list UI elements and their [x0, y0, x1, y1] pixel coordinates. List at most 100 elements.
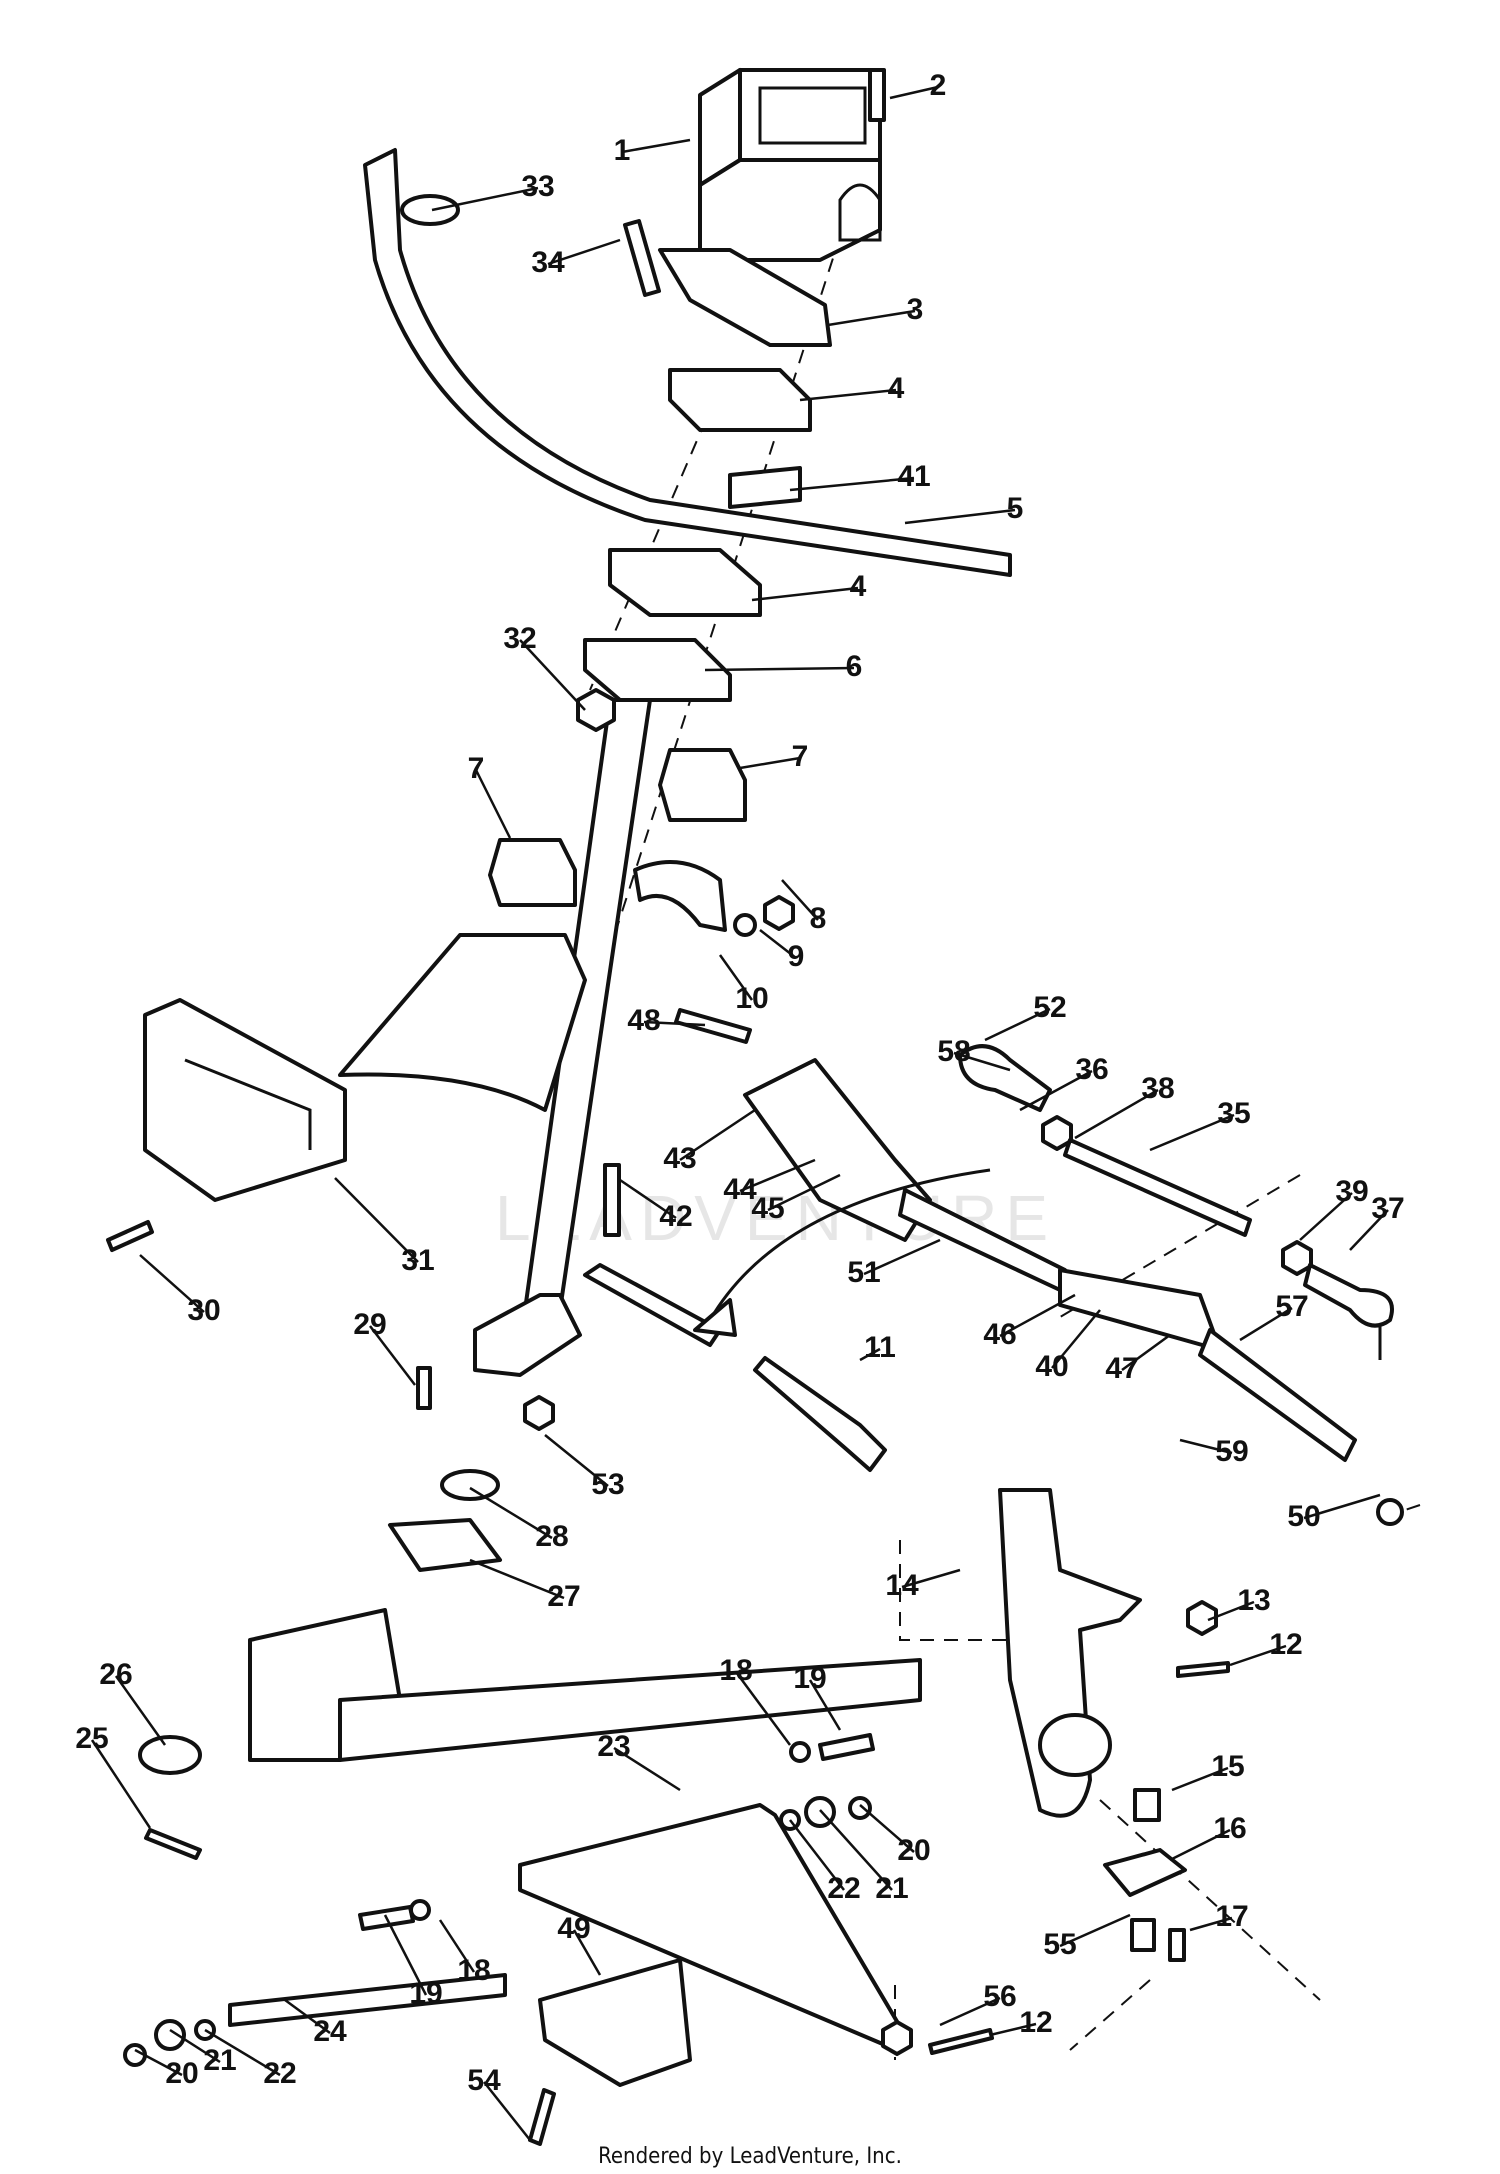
callout-c57: 57 [1275, 1290, 1308, 1323]
callout-c58: 58 [937, 1035, 970, 1068]
callout-c8: 8 [810, 902, 827, 935]
axle-shaft-24 [228, 1973, 507, 2027]
frame-channel [143, 998, 347, 1202]
cotter-pin-12-lower [928, 2028, 994, 2055]
leader-line-c19b [383, 1914, 428, 1996]
callout-c26: 26 [99, 1658, 132, 1691]
callout-c30: 30 [187, 1294, 220, 1327]
footer-credit: Rendered by LeadVenture, Inc. [598, 2144, 902, 2169]
callout-c20b: 20 [165, 2057, 198, 2090]
leader-line-c12a [1229, 1644, 1287, 1667]
callout-c47: 47 [1105, 1352, 1138, 1385]
leader-line-c42 [619, 1178, 677, 1220]
leader-line-c13 [1207, 1600, 1255, 1622]
leader-line-c22b [204, 2028, 281, 2077]
callout-c7a: 7 [468, 752, 485, 785]
bolt-15 [1133, 1788, 1161, 1822]
pin-29 [416, 1366, 432, 1410]
callout-c20a: 20 [897, 1834, 930, 1867]
leader-line-c45 [767, 1173, 841, 1212]
assembly-axes [589, 189, 1421, 2060]
washer-50 [1376, 1498, 1404, 1526]
bolt-34 [623, 219, 661, 297]
leader-line-c2 [889, 85, 939, 100]
bushing-26 [138, 1735, 202, 1775]
callout-c15: 15 [1211, 1750, 1244, 1783]
callout-c32: 32 [503, 622, 536, 655]
leader-line-c5 [904, 508, 1016, 525]
leader-line-c37 [1349, 1209, 1389, 1251]
leader-line-c32 [519, 639, 586, 711]
callout-c33: 33 [521, 170, 554, 203]
callout-c42: 42 [659, 1200, 692, 1233]
frame-bracket [338, 933, 587, 1112]
callout-c50: 50 [1287, 1500, 1320, 1533]
callout-c40: 40 [1035, 1350, 1068, 1383]
callout-c37: 37 [1371, 1192, 1404, 1225]
leader-line-c10 [718, 954, 754, 1001]
grip-cap [400, 194, 460, 226]
callout-c54: 54 [467, 2064, 501, 2097]
leader-line-c38 [1074, 1088, 1159, 1140]
callout-c55: 55 [1043, 1928, 1076, 1961]
leader-line-c24 [284, 1998, 331, 2035]
leader-line-c4b [751, 586, 859, 602]
callout-c4b: 4 [850, 570, 867, 603]
callout-c49: 49 [557, 1912, 590, 1945]
leader-line-c59 [1179, 1438, 1233, 1455]
bolt-17 [1168, 1928, 1186, 1962]
leader-line-c25 [90, 1739, 152, 1829]
washer-18-right [789, 1741, 811, 1763]
callout-c43: 43 [663, 1142, 696, 1175]
callout-c1: 1 [614, 134, 631, 167]
clamp-10 [633, 860, 727, 932]
callout-c5: 5 [1007, 492, 1024, 525]
steering-plate [583, 638, 732, 702]
callout-c4a: 4 [888, 372, 905, 405]
steering-housing [698, 68, 882, 262]
leader-line-c9 [759, 929, 797, 959]
bolt-19-right [818, 1733, 875, 1761]
clamp-block-upper [668, 368, 812, 432]
leader-line-c18a [734, 1671, 792, 1746]
spindle-14 [998, 1488, 1142, 1818]
cotter-pin-12-upper [1176, 1661, 1230, 1678]
plate-16 [1103, 1848, 1187, 1897]
leader-line-c11 [859, 1347, 881, 1362]
bolt-55 [1130, 1918, 1156, 1952]
callout-c46: 46 [983, 1318, 1016, 1351]
leader-line-c16 [1169, 1828, 1231, 1862]
leader-line-c58 [953, 1051, 1011, 1072]
leader-line-c49 [572, 1929, 602, 1976]
shield-49 [538, 1958, 692, 2087]
callout-c3: 3 [907, 293, 924, 326]
leader-line-c26 [114, 1675, 167, 1746]
leader-line-c50 [1303, 1493, 1381, 1520]
leader-line-c30 [139, 1254, 205, 1313]
leader-line-c7b [739, 756, 801, 770]
callout-c14: 14 [885, 1569, 919, 1602]
callout-c18b: 18 [457, 1954, 490, 1987]
bolt-2 [868, 68, 886, 122]
leader-line-c44 [739, 1158, 816, 1193]
leader-line-c41 [789, 476, 915, 492]
leader-line-c35 [1149, 1113, 1235, 1152]
leader-line-c47 [1121, 1333, 1171, 1372]
leader-line-c52 [984, 1007, 1051, 1042]
leader-line-c4a [799, 388, 897, 402]
callout-c2: 2 [930, 69, 947, 102]
leader-line-c34 [547, 238, 621, 266]
washer-18-left [409, 1899, 431, 1921]
callout-c23: 23 [597, 1730, 630, 1763]
leader-line-c33 [431, 186, 539, 212]
leader-line-c31 [334, 1177, 419, 1263]
callout-c18a: 18 [719, 1654, 752, 1687]
bushing-21-left [154, 2019, 186, 2051]
bolt-54 [528, 2088, 556, 2146]
clamp-block-lower [608, 548, 762, 617]
callout-c19b: 19 [409, 1977, 442, 2010]
callout-c52: 52 [1033, 991, 1066, 1024]
callout-c7b: 7 [792, 740, 809, 773]
leader-line-c46 [999, 1293, 1076, 1338]
callout-c29: 29 [353, 1308, 386, 1341]
